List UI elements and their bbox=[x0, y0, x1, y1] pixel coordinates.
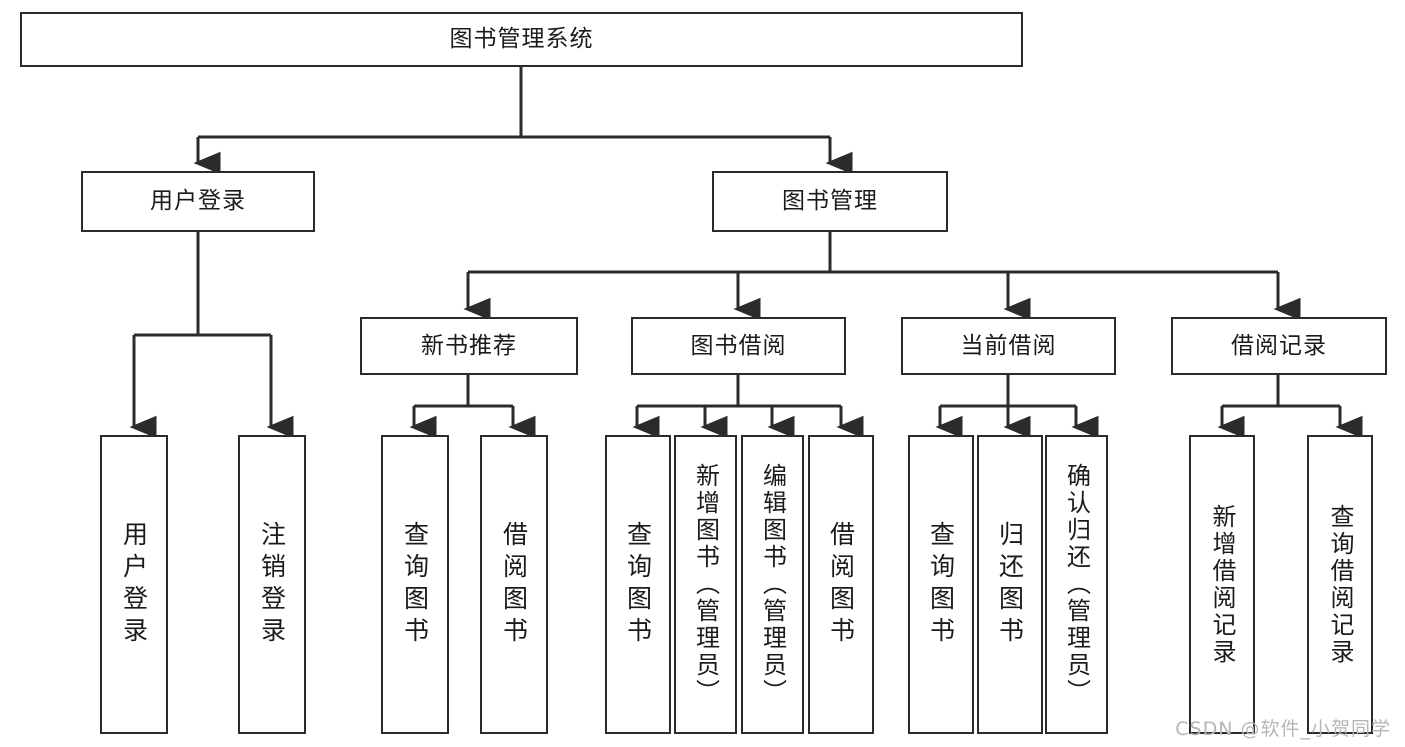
node-leaf-return-book-label: 归还图书 bbox=[995, 520, 1025, 649]
node-leaf-query-borrow-record-label: 查询借阅记录 bbox=[1326, 503, 1354, 666]
node-user-login[interactable]: 用户登录 bbox=[81, 171, 315, 232]
node-leaf-borrow-book-2-label: 借阅图书 bbox=[826, 520, 856, 649]
node-leaf-confirm-return-admin[interactable]: 确认归还（管理员） bbox=[1045, 435, 1108, 734]
node-new-book-recommend[interactable]: 新书推荐 bbox=[360, 317, 578, 375]
node-leaf-query-borrow-record[interactable]: 查询借阅记录 bbox=[1307, 435, 1373, 734]
node-leaf-query-book-2-label: 查询图书 bbox=[623, 520, 653, 649]
node-leaf-confirm-return-admin-label: 确认归还（管理员） bbox=[1062, 463, 1091, 706]
node-leaf-query-book-2[interactable]: 查询图书 bbox=[605, 435, 671, 734]
node-leaf-add-borrow-record[interactable]: 新增借阅记录 bbox=[1189, 435, 1255, 734]
node-leaf-query-book-3-label: 查询图书 bbox=[926, 520, 956, 649]
node-leaf-logout[interactable]: 注销登录 bbox=[238, 435, 306, 734]
node-leaf-return-book[interactable]: 归还图书 bbox=[977, 435, 1043, 734]
node-leaf-add-book-admin-label: 新增图书（管理员） bbox=[691, 463, 720, 706]
node-leaf-logout-label: 注销登录 bbox=[257, 520, 287, 649]
node-book-borrow-label: 图书借阅 bbox=[690, 332, 787, 359]
node-leaf-user-login-label: 用户登录 bbox=[119, 520, 149, 649]
node-borrow-record[interactable]: 借阅记录 bbox=[1171, 317, 1387, 375]
node-user-login-label: 用户登录 bbox=[150, 188, 246, 215]
node-leaf-borrow-book-1-label: 借阅图书 bbox=[499, 520, 529, 649]
node-root-label: 图书管理系统 bbox=[449, 26, 594, 53]
node-borrow-record-label: 借阅记录 bbox=[1231, 332, 1327, 359]
node-book-management-label: 图书管理 bbox=[782, 188, 878, 215]
node-current-borrow[interactable]: 当前借阅 bbox=[901, 317, 1116, 375]
node-new-book-recommend-label: 新书推荐 bbox=[421, 332, 517, 359]
node-leaf-query-book-1-label: 查询图书 bbox=[400, 520, 430, 649]
node-leaf-borrow-book-1[interactable]: 借阅图书 bbox=[480, 435, 548, 734]
node-book-management[interactable]: 图书管理 bbox=[712, 171, 948, 232]
node-root[interactable]: 图书管理系统 bbox=[20, 12, 1023, 67]
node-leaf-borrow-book-2[interactable]: 借阅图书 bbox=[808, 435, 874, 734]
node-leaf-query-book-3[interactable]: 查询图书 bbox=[908, 435, 974, 734]
node-book-borrow[interactable]: 图书借阅 bbox=[631, 317, 846, 375]
node-leaf-query-book-1[interactable]: 查询图书 bbox=[381, 435, 449, 734]
node-current-borrow-label: 当前借阅 bbox=[960, 332, 1057, 359]
node-leaf-add-borrow-record-label: 新增借阅记录 bbox=[1208, 503, 1236, 666]
node-leaf-edit-book-admin-label: 编辑图书（管理员） bbox=[758, 463, 787, 706]
node-leaf-edit-book-admin[interactable]: 编辑图书（管理员） bbox=[741, 435, 804, 734]
node-leaf-user-login[interactable]: 用户登录 bbox=[100, 435, 168, 734]
node-leaf-add-book-admin[interactable]: 新增图书（管理员） bbox=[674, 435, 737, 734]
